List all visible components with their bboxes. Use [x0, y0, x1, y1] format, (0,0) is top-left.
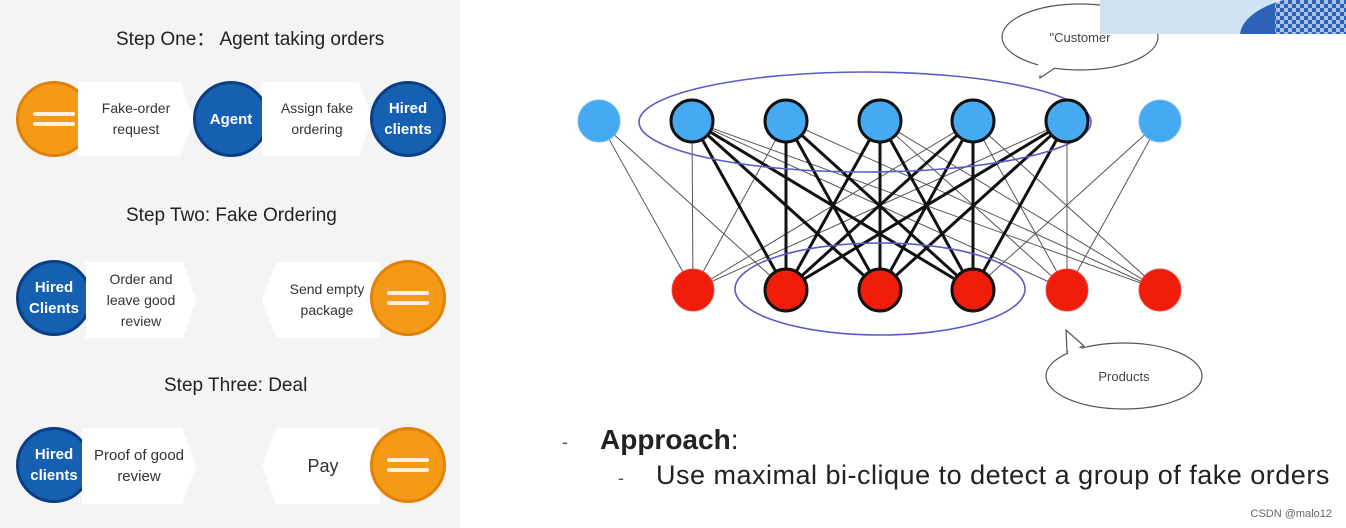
webcam-overlay — [1100, 0, 1346, 34]
graph-edge — [878, 119, 1069, 292]
fake-order-request-arrow: Fake-order request — [78, 82, 194, 156]
product-node — [1138, 268, 1182, 312]
fake-order-request-label: Fake-order request — [101, 100, 171, 137]
order-and-review-arrow: Order and leave good review — [86, 262, 196, 338]
products-label: Products — [1098, 369, 1150, 384]
customer-label: "Customer — [1050, 30, 1112, 45]
graph-edges — [598, 119, 1161, 292]
customer-node — [763, 98, 809, 144]
assign-fake-ordering-label: Assign fake ordering — [280, 100, 354, 137]
bullet-dash: - — [562, 432, 568, 452]
bipartite-graph: "Customer Products — [577, 3, 1203, 410]
agent-label: Agent — [209, 110, 253, 128]
product-node — [857, 267, 903, 313]
proof-of-review-arrow: Proof of good review — [82, 428, 196, 504]
customer-node — [950, 98, 996, 144]
pay-arrow: Pay — [262, 428, 380, 504]
graph-edge — [784, 120, 882, 291]
sub-bullet-dash: - — [618, 468, 624, 488]
send-empty-package-arrow: Send empty package — [262, 262, 380, 338]
product-node — [1045, 268, 1089, 312]
product-group-ellipse — [734, 242, 1026, 336]
approach-heading: Approach: — [600, 424, 738, 456]
product-node — [671, 268, 715, 312]
hired-clients-node: Hired Clients — [16, 260, 92, 336]
merchant-icon — [370, 427, 446, 503]
graph-edge — [1066, 120, 1161, 291]
presenter-video — [1100, 0, 1346, 34]
customer-node — [669, 98, 715, 144]
product-node — [950, 267, 996, 313]
graph-edge — [691, 120, 694, 291]
hired-clients-label: Hired clients — [30, 446, 78, 484]
approach-description: Use maximal bi-clique to detect a group … — [656, 460, 1330, 490]
approach-title: Approach — [600, 424, 731, 455]
graph-edge — [784, 119, 975, 292]
customer-node — [577, 99, 621, 143]
hired-clients-label: Hired clients — [384, 100, 432, 138]
customer-group-ellipse — [638, 71, 1092, 173]
pay-label: Pay — [307, 455, 339, 476]
graph-nodes — [577, 98, 1182, 313]
step-three-title: Step Three: Deal — [164, 375, 308, 396]
graph-edge — [971, 120, 1069, 291]
merchant-icon — [370, 260, 446, 336]
order-and-review-label: Order and leave good review — [106, 270, 176, 329]
graph-edge — [598, 120, 694, 291]
agent-node: Agent — [193, 81, 269, 157]
send-empty-package-label: Send empty package — [289, 281, 365, 318]
process-panel: Step One： Agent taking orders Fake-order… — [0, 0, 460, 528]
customer-node — [857, 98, 903, 144]
customer-node — [1138, 99, 1182, 143]
step-one-title: Step One： Agent taking orders — [116, 29, 385, 50]
customer-node — [1044, 98, 1090, 144]
products-speech-bubble: Products — [1045, 328, 1203, 410]
graph-edge — [690, 120, 788, 291]
product-node — [763, 267, 809, 313]
hired-clients-label: Hired Clients — [28, 279, 79, 317]
hired-clients-node: Hired clients — [370, 81, 446, 157]
proof-of-review-label: Proof of good review — [93, 447, 185, 485]
hired-clients-node: Hired clients — [16, 427, 92, 503]
graph-edge — [785, 119, 1068, 292]
step-two-title: Step Two: Fake Ordering — [126, 205, 337, 226]
assign-fake-ordering-arrow: Assign fake ordering — [262, 82, 372, 156]
watermark: CSDN @malo12 — [1250, 508, 1332, 520]
approach-colon: : — [730, 424, 739, 455]
